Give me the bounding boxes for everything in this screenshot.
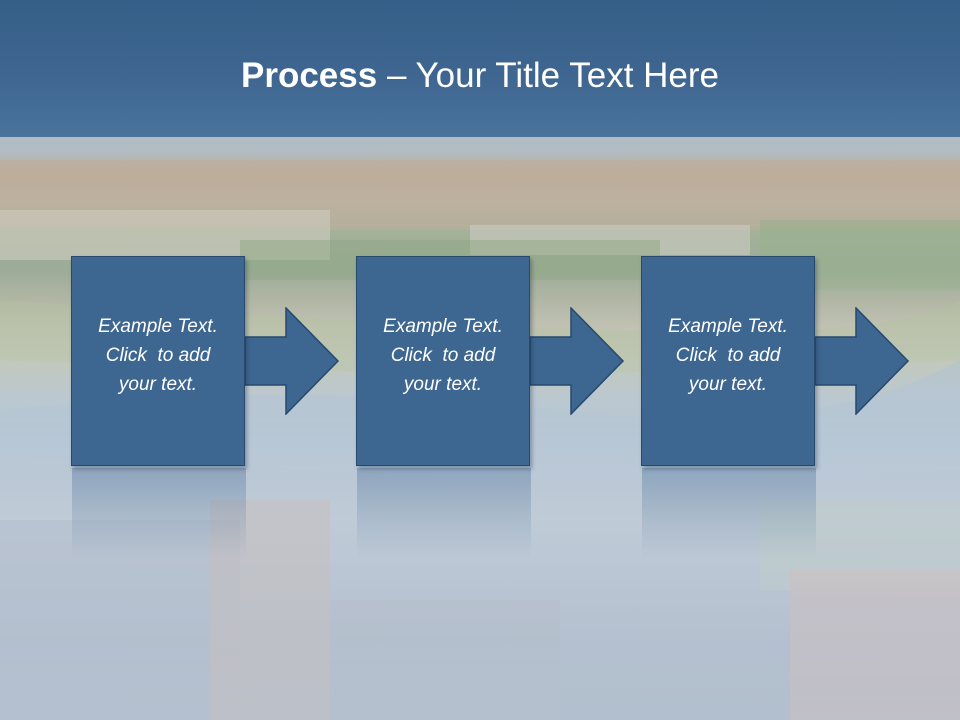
step-line: Click to add bbox=[390, 345, 496, 366]
arrow-right-icon bbox=[529, 307, 625, 415]
title-rest-part: – Your Title Text Here bbox=[377, 56, 719, 95]
step-line: Example Text. bbox=[668, 316, 788, 337]
title-bold-part: Process bbox=[241, 56, 378, 95]
step-reflection bbox=[642, 468, 816, 558]
step-line: Click to add bbox=[105, 345, 211, 366]
process-step-2[interactable]: Example Text. Click to add your text. bbox=[356, 256, 530, 466]
step-line: your text. bbox=[118, 374, 198, 395]
step-reflection bbox=[357, 468, 531, 558]
arrow-right-icon bbox=[814, 307, 910, 415]
process-step-1[interactable]: Example Text. Click to add your text. bbox=[71, 256, 245, 466]
step-line: Example Text. bbox=[383, 316, 503, 337]
title-bar bbox=[0, 0, 960, 137]
step-line: your text. bbox=[688, 374, 768, 395]
step-line: Example Text. bbox=[98, 316, 218, 337]
step-text: Example Text. Click to add your text. bbox=[642, 312, 814, 399]
arrow-right-icon bbox=[244, 307, 340, 415]
step-text: Example Text. Click to add your text. bbox=[357, 312, 529, 399]
step-line: your text. bbox=[403, 374, 483, 395]
slide-title[interactable]: Process – Your Title Text Here bbox=[0, 52, 960, 100]
step-reflection bbox=[72, 468, 246, 558]
step-line: Click to add bbox=[675, 345, 781, 366]
step-text: Example Text. Click to add your text. bbox=[72, 312, 244, 399]
process-step-3[interactable]: Example Text. Click to add your text. bbox=[641, 256, 815, 466]
